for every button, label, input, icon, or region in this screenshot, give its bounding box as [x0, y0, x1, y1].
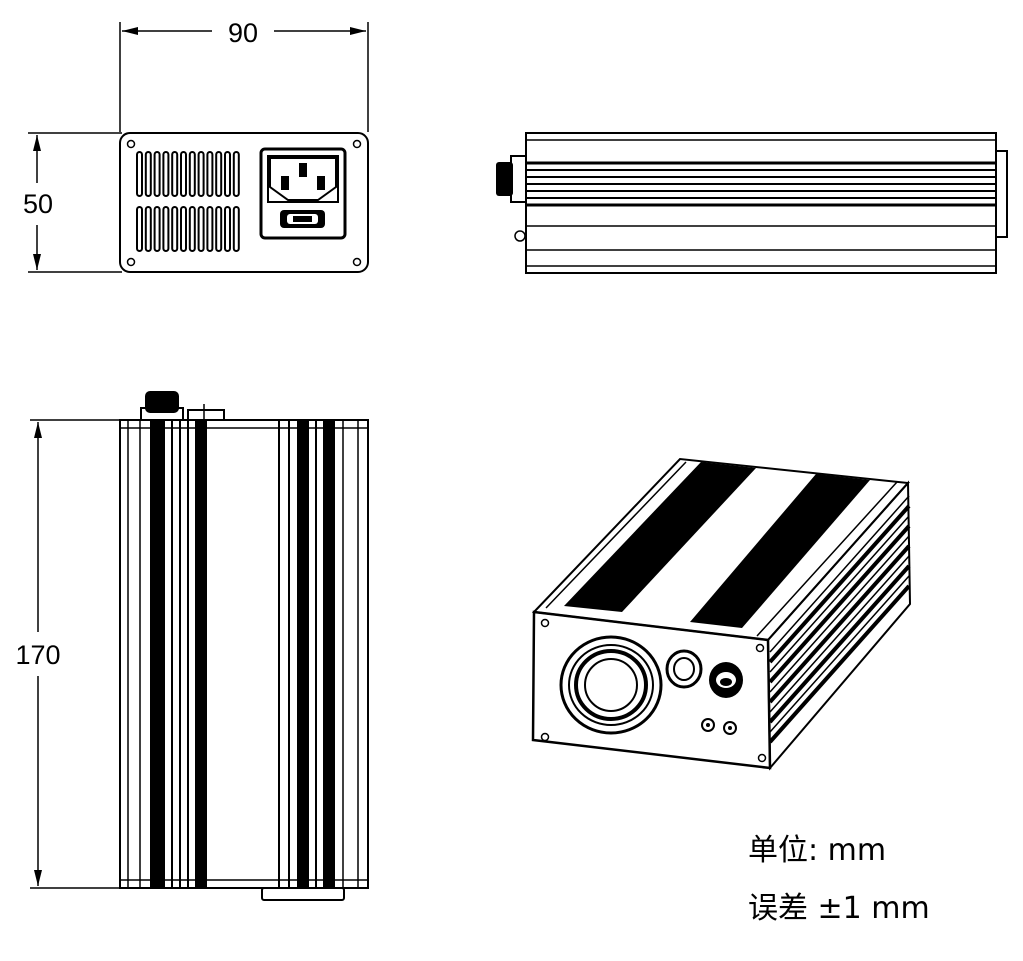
length-dimension: 170 [15, 419, 122, 889]
front-view: 90 50 [23, 18, 369, 273]
side-knob-icon [496, 162, 513, 196]
unit-note: 单位: mm [748, 833, 886, 868]
tolerance-note: 误差 ±1 mm [748, 891, 930, 926]
vent-slots-icon [136, 151, 240, 252]
iec-power-inlet-icon [259, 147, 347, 240]
side-view [496, 132, 1008, 274]
width-dimension: 90 [119, 18, 369, 132]
top-knob-icon [145, 391, 179, 413]
isometric-view [531, 457, 912, 771]
front-panel [119, 132, 369, 273]
notes: 单位: mm 误差 ±1 mm [748, 833, 930, 926]
length-dimension-label: 170 [15, 640, 60, 670]
lens-port-icon [559, 635, 663, 735]
isometric-front-panel [531, 610, 772, 770]
top-view: 170 [15, 391, 369, 901]
height-dimension: 50 [23, 132, 122, 273]
top-body [119, 419, 369, 889]
width-dimension-label: 90 [228, 18, 258, 48]
height-dimension-label: 50 [23, 189, 53, 219]
isometric-side-fins [768, 495, 911, 744]
side-body [525, 132, 997, 274]
